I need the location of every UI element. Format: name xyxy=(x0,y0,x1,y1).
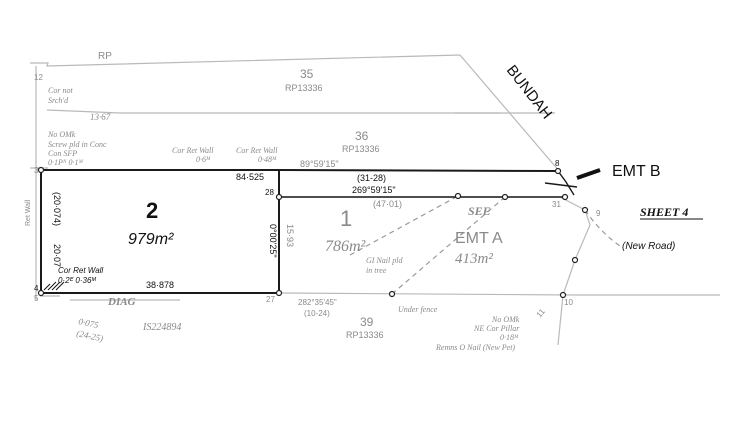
dim-bearing-269: 269°59'15" xyxy=(352,185,396,195)
station-4: 4 xyxy=(34,284,39,293)
note-ne-cor-pillar: NE Cor Pillar xyxy=(473,324,520,333)
is-plan-label: IS224894 xyxy=(142,322,181,333)
lot2-area: 979m² xyxy=(128,231,174,248)
note-con-sfp-vals: 0·1Pᴺ 0·1ᴹ xyxy=(48,158,84,167)
mark-10 xyxy=(559,291,567,299)
hatch-mark xyxy=(43,281,65,291)
dim-84-525: 84·525 xyxy=(236,172,264,182)
note-screw: Screw pld in Conc xyxy=(48,140,107,149)
dim-0-075: 0·075 xyxy=(78,316,100,330)
emt-b-leader xyxy=(576,168,601,180)
station-28: 28 xyxy=(265,188,274,197)
dim-282: 282°35'45" xyxy=(298,298,337,307)
station-12: 12 xyxy=(34,73,43,82)
mark-gi-b xyxy=(501,193,509,201)
lot35-boundary xyxy=(30,54,461,67)
mark-3 xyxy=(37,166,45,174)
mark-gi-a xyxy=(454,192,462,200)
new-road-dash xyxy=(584,209,621,247)
station-3: 3 xyxy=(34,166,39,175)
lot36-boundary-top xyxy=(46,109,500,114)
dim-20-074: (20·074) xyxy=(52,192,62,226)
lot36-number: 36 xyxy=(355,129,369,143)
dim-15-93: 15·93 xyxy=(285,224,295,247)
note-remns: Remns O Nail (New Pet) xyxy=(435,343,515,352)
lot1-area: 786m² xyxy=(325,238,367,255)
new-road-label: (New Road) xyxy=(622,241,675,252)
station-31: 31 xyxy=(552,200,561,209)
station-8: 8 xyxy=(555,159,560,168)
note-ret-wall-side: Ret Wall xyxy=(25,199,32,226)
lot2-boundary xyxy=(40,169,280,294)
note-no-omk-ne: No OMk xyxy=(491,315,520,324)
lot39-plan: RP13336 xyxy=(346,330,384,340)
lot35-plan: RP13336 xyxy=(285,83,323,93)
rp-label: RP xyxy=(98,51,112,62)
lot39-number: 39 xyxy=(360,315,374,329)
mark-28 xyxy=(275,193,283,201)
note-cor-ret-wall-a-val: 0·6ᴹ xyxy=(196,155,211,164)
mark-fence xyxy=(388,290,396,298)
lot35-number: 35 xyxy=(300,67,314,81)
dim-bearing-0-00-25: 0°00'25" xyxy=(268,224,278,258)
note-cor-ret-wall-b-val: 0·48ᴹ xyxy=(258,155,277,164)
note-under-fence: Under fence xyxy=(398,305,438,314)
dim-31-28: (31-28) xyxy=(357,173,386,183)
lot2-number: 2 xyxy=(146,198,158,223)
see-label: SEE xyxy=(468,204,491,218)
mark-8 xyxy=(554,167,562,175)
survey-marks xyxy=(37,166,589,299)
note-cor-not: Cor not xyxy=(48,86,73,95)
lot36-plan: RP13336 xyxy=(342,144,380,154)
dim-20-07: 20·07 xyxy=(52,244,62,267)
note-gi-nail: GI Nail pld xyxy=(366,256,403,265)
dim-38-878: 38·878 xyxy=(146,280,174,290)
sheet4-label: SHEET 4 xyxy=(640,205,688,219)
dim-bearing-89: 89°59'15" xyxy=(300,159,339,169)
mark-31 xyxy=(561,193,569,201)
dim-13-67: 13·67 xyxy=(90,112,111,122)
emt-a-dash-1 xyxy=(349,195,459,256)
emt-b-label: EMT B xyxy=(612,163,661,180)
mark-27 xyxy=(275,289,283,297)
station-11: 11 xyxy=(535,307,548,320)
note-ne-cor-pillar-val: 0·18ᴹ xyxy=(500,333,519,342)
north-boundary-ext xyxy=(278,169,559,172)
dim-24-25: (24-25) xyxy=(76,328,104,343)
emt-a-area: 413m² xyxy=(455,251,493,267)
emt-a-dash-2 xyxy=(391,196,506,295)
note-cor-ret-wall-b: Cor Ret Wall xyxy=(236,146,278,155)
mark-4 xyxy=(37,289,45,297)
note-con-sfp: Con SFP xyxy=(48,149,77,158)
station-9: 9 xyxy=(596,209,601,218)
mark-9 xyxy=(581,206,589,214)
diag-label: DIAG xyxy=(107,296,136,308)
station-5: 5 xyxy=(34,294,39,303)
note-no-omk: No OMk xyxy=(47,130,76,139)
note-cor-ret-wall-c: Cor Ret Wall xyxy=(58,266,103,275)
emt-b-corner xyxy=(557,170,575,196)
emt-b-short xyxy=(544,182,578,188)
south-line xyxy=(279,292,576,296)
lot39-east xyxy=(557,294,564,346)
note-srchd: Srch'd xyxy=(48,96,69,105)
station-10: 10 xyxy=(564,298,573,307)
lot1-number: 1 xyxy=(340,206,352,231)
note-cor-ret-wall-a: Cor Ret Wall xyxy=(172,146,214,155)
mark-e xyxy=(571,256,579,264)
dim-10-24: (10-24) xyxy=(304,309,330,318)
note-cor-ret-wall-c-val: 0·2ᴱ 0·36ᴹ xyxy=(58,276,96,285)
note-in-tree: in tree xyxy=(366,266,387,275)
station-27: 27 xyxy=(266,295,275,304)
emt-a-label: EMT A xyxy=(455,230,503,247)
lot-boundaries xyxy=(40,168,601,294)
dim-47-01: (47·01) xyxy=(373,199,402,209)
